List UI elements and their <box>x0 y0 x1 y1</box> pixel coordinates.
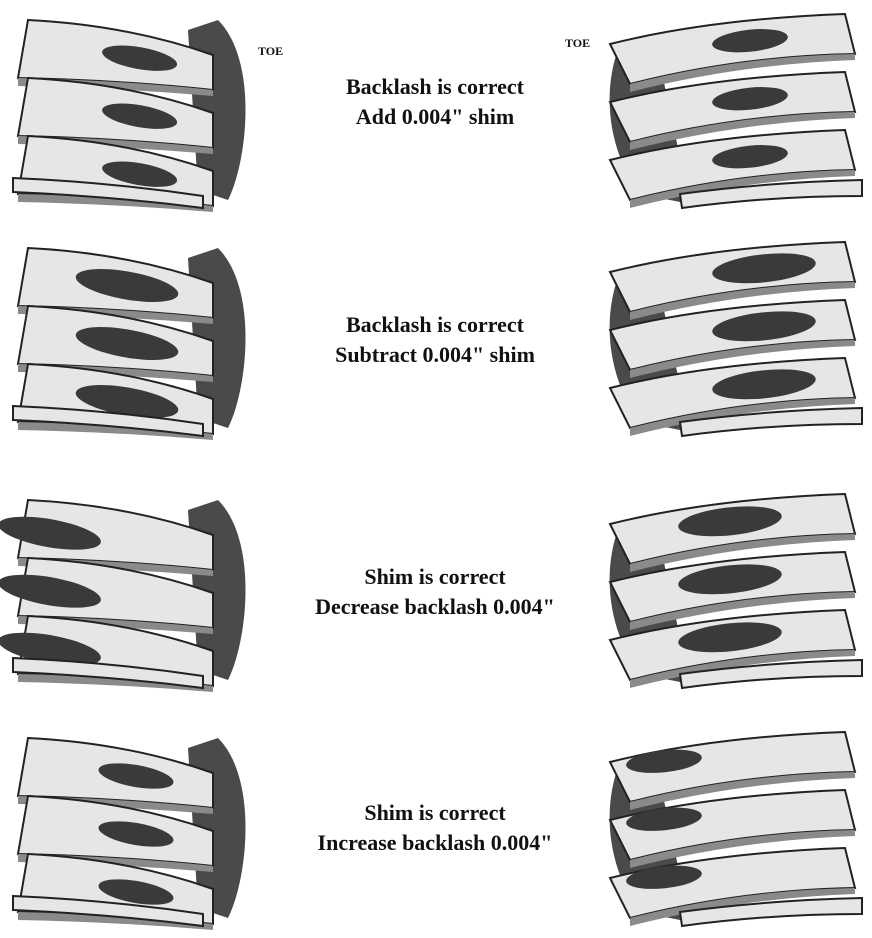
caption-row-4-line-1: Shim is correct <box>270 798 600 828</box>
caption-row-4-line-2: Increase backlash 0.004" <box>270 828 600 858</box>
caption-row-3: Shim is correct Decrease backlash 0.004" <box>270 562 600 622</box>
gear-left-row-2 <box>13 248 246 440</box>
caption-row-3-line-1: Shim is correct <box>270 562 600 592</box>
gear-right-row-2 <box>610 242 862 436</box>
caption-row-2: Backlash is correct Subtract 0.004" shim <box>270 310 600 370</box>
caption-row-1: Backlash is correct Add 0.004" shim <box>270 72 600 132</box>
toe-label-left: TOE <box>258 44 283 59</box>
caption-row-4: Shim is correct Increase backlash 0.004" <box>270 798 600 858</box>
gear-right-row-1 <box>610 14 862 208</box>
gear-left-row-4 <box>13 738 246 930</box>
caption-row-1-line-2: Add 0.004" shim <box>270 102 600 132</box>
gear-left-row-1 <box>13 20 246 212</box>
caption-row-3-line-2: Decrease backlash 0.004" <box>270 592 600 622</box>
caption-row-2-line-1: Backlash is correct <box>270 310 600 340</box>
gear-left-row-3 <box>0 500 245 692</box>
toe-label-right: TOE <box>565 36 590 51</box>
gear-right-row-3 <box>610 494 862 688</box>
caption-row-1-line-1: Backlash is correct <box>270 72 600 102</box>
gear-right-row-4 <box>610 732 862 926</box>
caption-row-2-line-2: Subtract 0.004" shim <box>270 340 600 370</box>
